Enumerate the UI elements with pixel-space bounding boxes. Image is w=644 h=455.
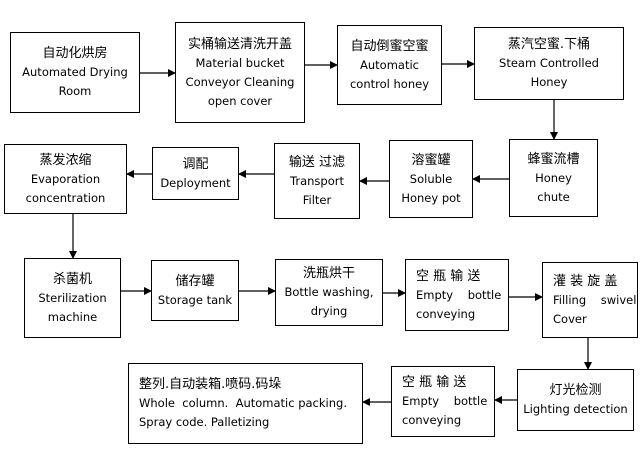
- node-label-en: conveying: [402, 413, 462, 427]
- node-label-en: Empty bottle: [416, 287, 502, 302]
- node-label-en: Automatic: [360, 57, 419, 72]
- node-evaporation: 蒸发浓缩 Evaporation concentration: [4, 144, 127, 214]
- node-label-en: Soluble: [409, 171, 453, 186]
- node-label-en: conveying: [416, 306, 476, 321]
- node-label-en: Room: [58, 84, 92, 98]
- node-label-zh: 实桶输送清洗开盖: [187, 36, 292, 52]
- node-label-en: concentration: [25, 190, 106, 205]
- node-label-en: Sterilization: [38, 290, 107, 305]
- node-label-zh: 灯光检测: [549, 383, 602, 398]
- node-label-en: Transport: [290, 173, 344, 188]
- node-label-en: chute: [537, 189, 570, 204]
- node-label-en: Automated Drying: [22, 65, 128, 79]
- node-label-en: Honey: [535, 170, 572, 185]
- node-label-zh: 洗瓶烘干: [302, 266, 355, 281]
- node-label-zh: 空 瓶 输 送: [416, 268, 481, 284]
- node-sterilization: 杀菌机 Sterilization machine: [24, 258, 121, 338]
- node-label-zh: 储存罐: [175, 273, 215, 289]
- node-label-zh: 蒸发浓缩: [39, 152, 92, 168]
- node-label-zh: 自动倒蜜空蜜: [350, 38, 429, 54]
- node-label-zh: 灌 装 旋 盖: [553, 273, 618, 289]
- node-empty-bottle-1: 空 瓶 输 送 Empty bottle conveying: [405, 259, 509, 331]
- node-label-en: Filling swivel: [553, 292, 637, 307]
- node-label-en: Material bucket: [195, 55, 285, 70]
- node-deployment: 调配 Deployment: [152, 147, 239, 200]
- node-label-zh: 调配: [182, 156, 209, 172]
- node-label-zh: 整列.自动装箱.喷码.码垛: [139, 377, 282, 392]
- node-label-zh: 空 瓶 输 送: [402, 375, 467, 390]
- node-label-en: drying: [310, 304, 348, 318]
- node-label-en: Spray code. Palletizing: [139, 415, 270, 429]
- node-label-en: Conveyor Cleaning: [185, 74, 295, 89]
- node-label-en: Bottle washing,: [284, 285, 374, 299]
- node-label-en: Evaporation: [30, 171, 101, 186]
- node-label-en: Lighting detection: [523, 402, 628, 416]
- node-bottle-washing: 洗瓶烘干 Bottle washing, drying: [275, 259, 383, 326]
- node-label-en: Whole column. Automatic packing.: [139, 396, 347, 410]
- node-label-zh: 自动化烘房: [42, 46, 108, 61]
- node-label-zh: 溶蜜罐: [411, 152, 451, 168]
- node-label-en: control honey: [349, 76, 429, 91]
- node-label-zh: 蒸汽空蜜.下桶: [507, 37, 591, 52]
- node-label-en: Deployment: [160, 175, 231, 190]
- node-label-en: Honey pot: [401, 190, 461, 205]
- node-label-en: Cover: [553, 311, 587, 326]
- node-label-en: open cover: [207, 93, 273, 108]
- node-empty-bottle-2: 空 瓶 输 送 Empty bottle conveying: [391, 366, 495, 437]
- node-label-en: machine: [47, 309, 98, 324]
- node-inverted-honey: 自动倒蜜空蜜 Automatic control honey: [337, 25, 442, 105]
- node-storage-tank: 储存罐 Storage tank: [151, 260, 239, 321]
- node-label-en: Honey: [530, 75, 568, 89]
- node-honey-chute: 蜂蜜流槽 Honey chute: [509, 139, 598, 217]
- node-label-en: Steam Controlled: [499, 56, 599, 70]
- node-label-zh: 蜂蜜流槽: [527, 151, 580, 167]
- node-label-zh: 输送 过滤: [288, 154, 346, 170]
- node-label-en: Filter: [302, 192, 332, 207]
- node-label-en: Empty bottle: [402, 394, 488, 408]
- node-light-detection: 灯光检测 Lighting detection: [517, 369, 634, 431]
- node-label-zh: 杀菌机: [52, 271, 92, 287]
- node-packing: 整列.自动装箱.喷码.码垛 Whole column. Automatic pac…: [128, 363, 363, 444]
- node-label-en: Storage tank: [157, 292, 233, 307]
